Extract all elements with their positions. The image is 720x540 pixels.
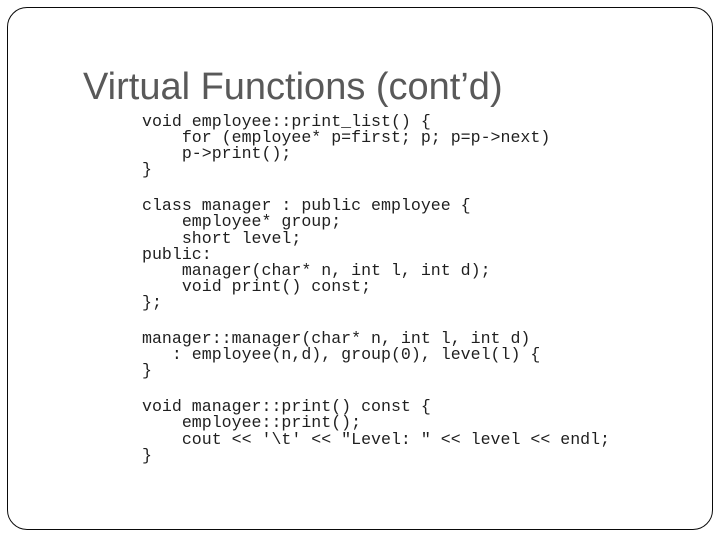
code-block: void manager::print() const { employee::… bbox=[142, 397, 611, 465]
code-area: void employee::print_list() { for (emplo… bbox=[142, 112, 682, 484]
slide-border-frame bbox=[7, 7, 713, 530]
code-block: manager::manager(char* n, int l, int d) … bbox=[142, 329, 541, 381]
slide-title: Virtual Functions (cont’d) bbox=[83, 66, 503, 108]
code-block: void employee::print_list() { for (emplo… bbox=[142, 112, 551, 180]
code-block: class manager : public employee { employ… bbox=[142, 196, 491, 312]
